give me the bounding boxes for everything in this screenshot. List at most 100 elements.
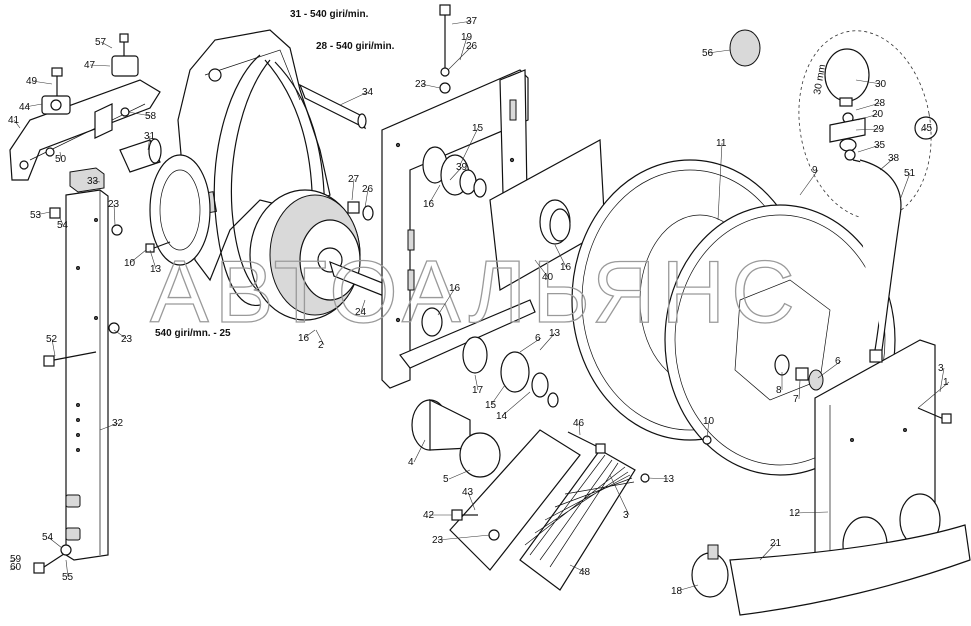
part-number-label: 57 xyxy=(95,37,107,48)
part-number-label: 15 xyxy=(472,123,484,134)
leader-line xyxy=(920,127,928,132)
leader-line xyxy=(65,559,69,578)
bolt-10 xyxy=(145,241,712,445)
part-number-label: 45 xyxy=(921,123,933,134)
leader-line xyxy=(857,144,881,153)
leader-line xyxy=(539,332,556,351)
part-number-label: 60 xyxy=(10,562,22,573)
leader-line xyxy=(59,217,64,226)
part-number-label: 26 xyxy=(362,184,374,195)
leader-line xyxy=(437,534,491,541)
mesh-50 xyxy=(519,449,636,591)
bearings-15 xyxy=(422,146,487,198)
part-number-label: 16 xyxy=(449,283,461,294)
leader-line xyxy=(798,379,801,400)
leader-line xyxy=(303,329,316,339)
leader-line xyxy=(501,391,531,417)
leader-line xyxy=(609,474,630,516)
part-number-label: 37 xyxy=(466,16,478,27)
leader-line xyxy=(360,299,366,313)
leader-line xyxy=(707,49,731,54)
leader-line xyxy=(147,135,151,151)
leader-line xyxy=(451,20,473,25)
speed-note-28: - 540 giri/min. xyxy=(327,41,394,52)
bolt-55 xyxy=(33,544,72,574)
part-number-label: 43 xyxy=(462,487,474,498)
shaft-37 xyxy=(298,83,367,130)
part-number-label: 34 xyxy=(362,87,374,98)
part-number-label: 10 xyxy=(124,258,136,269)
leader-line xyxy=(490,384,506,406)
part-number-label: 49 xyxy=(26,76,38,87)
bolt-39 xyxy=(439,4,451,93)
hub-6-7-8 xyxy=(774,354,824,391)
part-number-label: 23 xyxy=(415,79,427,90)
leader-line xyxy=(759,542,777,561)
leader-line xyxy=(13,119,21,129)
leader-line xyxy=(459,127,479,166)
part-number-label: 31 xyxy=(144,131,156,142)
leader-line xyxy=(47,536,63,549)
part-number-label: 41 xyxy=(8,115,20,126)
part-number-label: 30 xyxy=(875,79,887,90)
part-number-label: 53 xyxy=(30,210,42,221)
leader-line xyxy=(59,151,62,160)
leader-line xyxy=(351,178,355,201)
leader-line xyxy=(467,491,476,511)
post-34 xyxy=(65,189,109,561)
leader-line xyxy=(339,91,369,106)
bolt-1 xyxy=(917,407,952,424)
leader-line xyxy=(315,329,325,346)
leader-line xyxy=(569,564,586,573)
part-number-label: 56 xyxy=(702,48,714,59)
leader-line xyxy=(855,79,882,85)
part-number-label: 23 xyxy=(108,199,120,210)
gauge-32 xyxy=(824,48,870,161)
gauge-scale-label: 30 mm xyxy=(812,64,828,96)
leader-line xyxy=(706,420,710,439)
part-number-label: 42 xyxy=(423,510,435,521)
leader-line xyxy=(717,142,723,221)
part-number-label: 3 xyxy=(938,363,944,374)
part-number-label: 16 xyxy=(423,199,435,210)
part-number-label: 3 xyxy=(623,510,629,521)
leader-line xyxy=(676,584,699,592)
part-number-label: 10 xyxy=(703,416,715,427)
leader-line xyxy=(917,381,950,409)
part-number-label: 7 xyxy=(793,394,799,405)
leader-line xyxy=(519,337,542,353)
pulley-small xyxy=(149,154,211,266)
leader-line xyxy=(534,259,549,278)
part-number-label: 50 xyxy=(55,154,67,165)
part-callouts: 1233456678910101112131313141515161616161… xyxy=(8,16,950,597)
leader-line xyxy=(420,83,441,89)
part-number-label: 19 xyxy=(461,32,473,43)
leader-line xyxy=(437,287,456,316)
leader-line xyxy=(9,566,17,571)
part-number-label: 11 xyxy=(716,138,727,149)
clamp-49 xyxy=(111,33,139,77)
plate-42 xyxy=(489,139,606,291)
leader-line xyxy=(879,157,895,171)
leader-line xyxy=(89,64,111,67)
part-number-label: 14 xyxy=(496,411,508,422)
part-number-label: 16 xyxy=(298,333,310,344)
part-number-label: 13 xyxy=(150,264,162,275)
leader-line xyxy=(149,249,157,270)
leader-line xyxy=(855,102,881,111)
leader-line xyxy=(578,422,581,436)
leader-line xyxy=(31,80,53,85)
part-number-label: 12 xyxy=(789,508,801,519)
filter-58 xyxy=(729,29,761,67)
leader-line xyxy=(24,103,43,108)
leader-line xyxy=(799,169,819,196)
callout-25-speed: 540 giri/mn. - 25 xyxy=(155,328,231,339)
bush-33 xyxy=(119,138,162,173)
watermark: АВТОАЛЬЯНС xyxy=(150,242,801,341)
part-number-label: 27 xyxy=(348,174,360,185)
leader-line xyxy=(428,184,441,205)
part-number-label: 13 xyxy=(549,328,561,339)
part-number-label: 21 xyxy=(770,538,782,549)
